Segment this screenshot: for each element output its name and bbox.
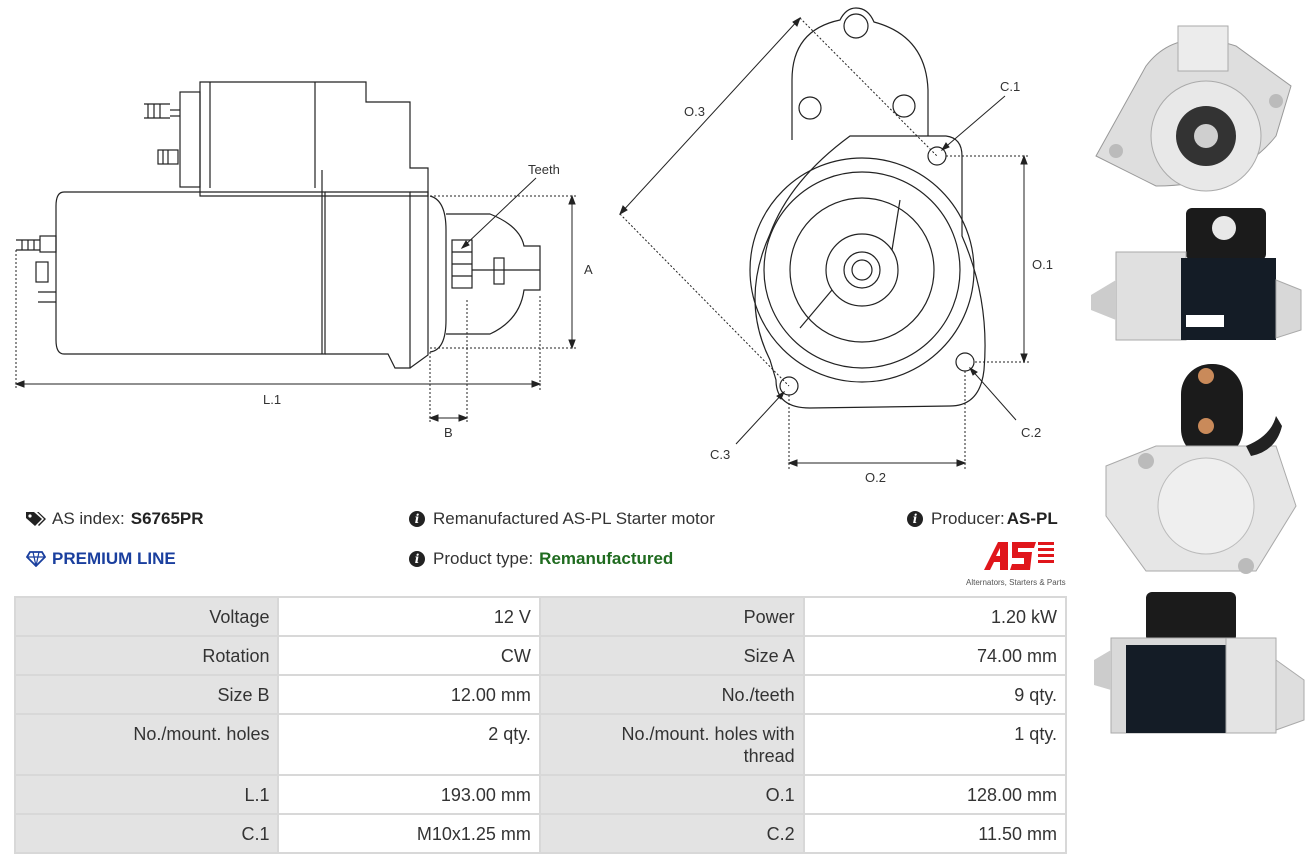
product-type-value: Remanufactured xyxy=(539,549,674,568)
spec-key: Size B xyxy=(16,676,278,713)
spec-key: O.1 xyxy=(540,776,803,813)
diamond-icon xyxy=(26,549,46,569)
info-icon: i xyxy=(407,549,427,569)
spec-value: 9 qty. xyxy=(804,676,1065,713)
as-pl-logo-mark xyxy=(984,542,1054,570)
spec-value: 74.00 mm xyxy=(804,637,1065,674)
product-type-label: Product type: xyxy=(433,549,534,568)
product-type: i Product type: Remanufactured xyxy=(407,549,673,569)
producer: i Producer: AS-PL xyxy=(905,509,1058,529)
label-c1: C.1 xyxy=(1000,79,1020,94)
spec-key: C.1 xyxy=(16,815,278,852)
label-o3: O.3 xyxy=(684,104,705,119)
description-text: Remanufactured AS-PL Starter motor xyxy=(433,509,715,528)
label-o2: O.2 xyxy=(865,470,886,485)
spec-value: 12.00 mm xyxy=(279,676,539,713)
spec-key: C.2 xyxy=(540,815,803,852)
spec-key: No./teeth xyxy=(540,676,803,713)
product-description: i Remanufactured AS-PL Starter motor xyxy=(407,509,715,529)
premium-line-label: PREMIUM LINE xyxy=(52,549,176,568)
as-pl-logo[interactable]: Alternators, Starters & Parts xyxy=(964,538,1070,587)
label-a: A xyxy=(584,262,593,277)
spec-value: CW xyxy=(279,637,539,674)
spec-value: 128.00 mm xyxy=(804,776,1065,813)
premium-line: PREMIUM LINE xyxy=(26,549,176,569)
starter-front-view-drawing: O.3 C.1 O.1 C.2 C.3 O.2 xyxy=(619,7,1053,485)
as-index-label: AS index: xyxy=(52,509,125,528)
logo-tagline: Alternators, Starters & Parts xyxy=(966,578,1066,587)
label-teeth: Teeth xyxy=(528,162,560,177)
spec-value: 11.50 mm xyxy=(804,815,1065,852)
spec-value: 2 qty. xyxy=(279,715,539,774)
spec-value: M10x1.25 mm xyxy=(279,815,539,852)
label-c2: C.2 xyxy=(1021,425,1041,440)
spec-key: Rotation xyxy=(16,637,278,674)
producer-value: AS-PL xyxy=(1006,509,1058,528)
as-index-value: S6765PR xyxy=(130,509,204,528)
spec-value: 1.20 kW xyxy=(804,598,1065,635)
product-photo-top[interactable] xyxy=(1086,590,1308,745)
label-b: B xyxy=(444,425,453,440)
spec-key: No./mount. holes xyxy=(16,715,278,774)
spec-key: Size A xyxy=(540,637,803,674)
producer-label: Producer: xyxy=(931,509,1005,528)
spec-value: 1 qty. xyxy=(804,715,1065,774)
product-photo-rear[interactable] xyxy=(1086,356,1308,582)
spec-key: Power xyxy=(540,598,803,635)
spec-value: 193.00 mm xyxy=(279,776,539,813)
spec-key: No./mount. holes with thread xyxy=(540,715,803,774)
label-l1: L.1 xyxy=(263,392,281,407)
product-photo-front[interactable] xyxy=(1086,6,1308,192)
info-icon: i xyxy=(407,509,427,529)
starter-side-view-drawing: Teeth A L.1 B xyxy=(14,81,593,440)
product-photo-side[interactable] xyxy=(1086,200,1308,350)
label-c3: C.3 xyxy=(710,447,730,462)
spec-key: L.1 xyxy=(16,776,278,813)
as-index: AS index: S6765PR xyxy=(26,509,204,529)
spec-key: Voltage xyxy=(16,598,278,635)
info-icon: i xyxy=(905,509,925,529)
spec-value: 12 V xyxy=(279,598,539,635)
label-o1: O.1 xyxy=(1032,257,1053,272)
tags-icon xyxy=(26,509,46,529)
